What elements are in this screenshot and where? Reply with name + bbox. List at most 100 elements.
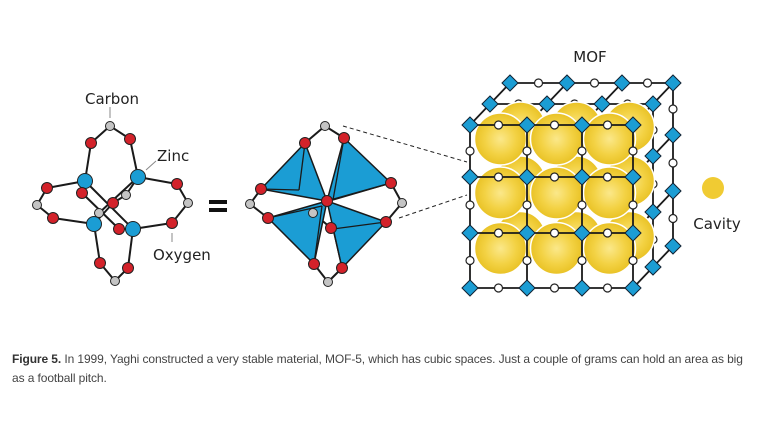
oxygen-atom (41, 182, 53, 194)
linker-node (602, 283, 613, 293)
cavity-sphere (582, 112, 637, 166)
zinc-cluster-node (664, 126, 682, 144)
oxygen-atom (380, 216, 392, 228)
tetrahedron-edge (260, 188, 300, 191)
tetrahedra-cluster (245, 121, 407, 287)
zinc-cluster-node (461, 279, 479, 297)
mof-lattice (461, 74, 682, 297)
carbon-atom (308, 208, 318, 218)
zinc-tetrahedron (260, 142, 328, 202)
zinc-label: Zinc (157, 147, 189, 165)
carbon-atom (397, 198, 407, 208)
carbon-atom (94, 208, 104, 218)
linker-node (493, 172, 504, 182)
linker-node (533, 78, 544, 88)
zinc-cluster-node (461, 224, 479, 242)
linker-node (628, 200, 638, 210)
linker-node (522, 200, 532, 210)
linker-node (493, 228, 504, 238)
cavity-sphere (529, 112, 584, 166)
zinc-cluster-node (664, 74, 682, 92)
oxygen-atom (124, 133, 136, 145)
zinc-cluster-node (644, 258, 662, 276)
carbon-atom (245, 199, 255, 209)
oxygen-atom (85, 137, 97, 149)
linker-node (589, 78, 600, 88)
equals-sign (209, 200, 227, 212)
linker-node (493, 283, 504, 293)
linker-node (493, 120, 504, 130)
zinc-tetrahedron (326, 200, 387, 269)
carbon-atom (105, 121, 115, 131)
zinc-cluster-node (518, 279, 536, 297)
zinc-cluster-node (461, 116, 479, 134)
zinc-cluster-node (573, 279, 591, 297)
oxygen-atom (94, 257, 106, 269)
oxygen-atom (76, 187, 88, 199)
oxygen-atom (122, 262, 134, 274)
linker-node (549, 283, 560, 293)
zinc-cluster-node (538, 95, 556, 113)
zinc-cluster-node (624, 116, 642, 134)
carbon-atom (323, 277, 333, 287)
oxygen-atom (262, 212, 274, 224)
oxygen-atom (308, 258, 320, 270)
linker-node (577, 200, 587, 210)
carbon-label: Carbon (85, 90, 139, 108)
caption-figure-number: Figure 5. (12, 352, 62, 366)
linker-node (465, 255, 475, 266)
tetrahedron-edge (332, 221, 387, 230)
linker-node (602, 228, 613, 238)
zoom-dashed-line-top (342, 125, 468, 163)
linker-node (668, 158, 678, 168)
linker-node (668, 104, 678, 114)
cavity-sphere (582, 221, 637, 276)
linker-node (642, 78, 653, 88)
zinc-cluster-node (593, 95, 611, 113)
zinc-cluster-node (558, 74, 576, 92)
oxygen-atom (113, 223, 125, 235)
linker-node (577, 255, 587, 266)
oxygen-label: Oxygen (153, 246, 211, 264)
zinc-cluster-node (624, 224, 642, 242)
zinc-atom (125, 221, 141, 237)
carbon-atom (121, 190, 131, 200)
oxygen-atom (255, 183, 267, 195)
zinc-cluster-node (644, 203, 662, 221)
carbon-atom (110, 276, 120, 286)
oxygen-atom (385, 177, 397, 189)
linker-node (628, 255, 638, 266)
zoom-dashed-line-bottom (398, 194, 468, 219)
zinc-oxide-cluster-molecule (32, 121, 193, 286)
oxygen-atom (299, 137, 311, 149)
zinc-cluster-node (664, 182, 682, 200)
oxygen-atom (325, 222, 337, 234)
caption-text: In 1999, Yaghi constructed a very stable… (12, 352, 743, 385)
zinc-cluster-node (664, 237, 682, 255)
linker-node (522, 255, 532, 266)
tetrahedron-edge (298, 142, 306, 191)
tetrahedron-edge (332, 137, 345, 201)
zinc-cluster-node (518, 168, 536, 186)
linker-node (668, 213, 678, 224)
cavity-sphere (582, 166, 637, 220)
mof-title: MOF (573, 48, 606, 66)
zinc-cluster-node (573, 116, 591, 134)
zinc-cluster-node (624, 168, 642, 186)
linker-node (549, 120, 560, 130)
cavity-label: Cavity (693, 215, 741, 233)
linker-node (577, 146, 587, 156)
zinc-pointer (145, 160, 157, 171)
zinc-cluster-node (573, 224, 591, 242)
oxygen-atom (166, 217, 178, 229)
zinc-atom (130, 169, 146, 185)
linker-node (602, 172, 613, 182)
zinc-cluster-node (644, 95, 662, 113)
zinc-cluster-node (461, 168, 479, 186)
oxygen-atom (47, 212, 59, 224)
carbon-atom (183, 198, 193, 208)
zinc-cluster-node (518, 224, 536, 242)
oxygen-atom (338, 132, 350, 144)
linker-node (549, 172, 560, 182)
